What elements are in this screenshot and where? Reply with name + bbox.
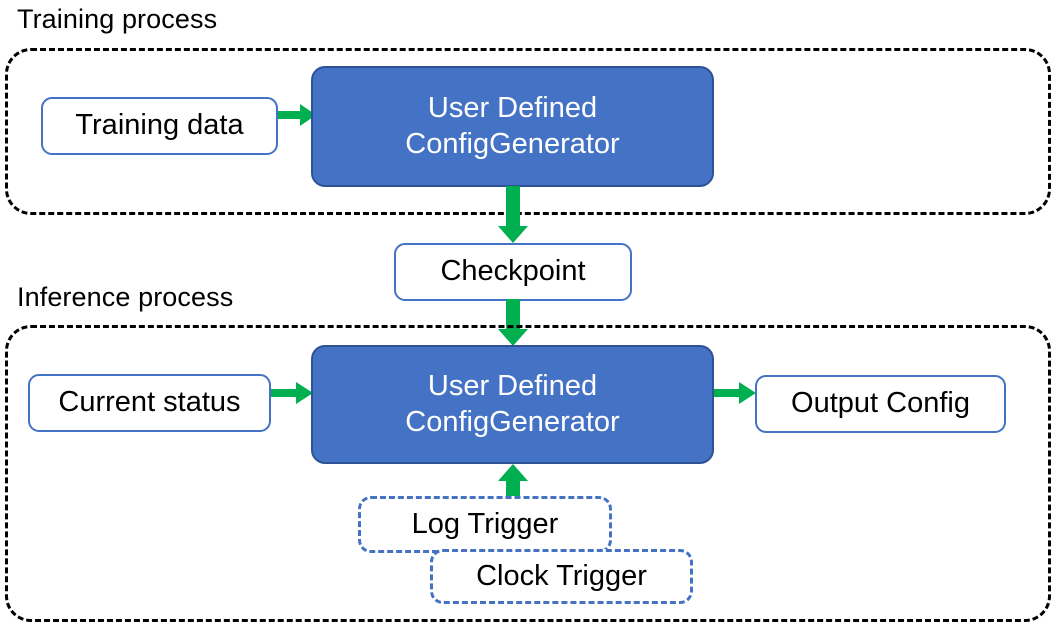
training-process-title: Training process: [17, 4, 218, 34]
arrow-generator-to-output-config: [714, 382, 758, 409]
node-log-trigger[interactable]: Log Trigger: [358, 496, 612, 553]
arrow-checkpoint-to-generator: [498, 299, 528, 352]
node-clock-trigger[interactable]: Clock Trigger: [430, 549, 693, 604]
training-process-container: [5, 48, 1051, 215]
node-training-data-label: Training data: [75, 109, 244, 142]
generator-inference-line2: ConfigGenerator: [405, 405, 620, 438]
generator-training-line1: User Defined: [427, 92, 598, 125]
node-output-config-label: Output Config: [791, 387, 970, 420]
generator-inference-line1: User Defined: [427, 370, 598, 403]
generator-training-line2: ConfigGenerator: [405, 127, 620, 160]
node-log-trigger-label: Log Trigger: [411, 507, 559, 540]
node-checkpoint[interactable]: Checkpoint: [394, 243, 632, 301]
node-output-config[interactable]: Output Config: [755, 375, 1006, 433]
node-user-defined-configgenerator-training[interactable]: User Defined ConfigGenerator: [311, 66, 714, 187]
inference-process-title: Inference process: [17, 282, 234, 312]
arrow-triggers-to-generator: [498, 464, 528, 509]
arrow-generator-to-checkpoint: [498, 186, 528, 249]
node-user-defined-configgenerator-inference[interactable]: User Defined ConfigGenerator: [311, 345, 714, 464]
arrow-training-data-to-generator: [278, 104, 318, 131]
node-current-status-label: Current status: [58, 386, 241, 419]
arrow-current-status-to-generator: [271, 382, 315, 409]
node-current-status[interactable]: Current status: [28, 374, 271, 432]
node-clock-trigger-label: Clock Trigger: [476, 559, 647, 592]
node-checkpoint-label: Checkpoint: [440, 255, 586, 288]
inference-process-container: [5, 325, 1051, 622]
node-training-data[interactable]: Training data: [41, 97, 278, 155]
